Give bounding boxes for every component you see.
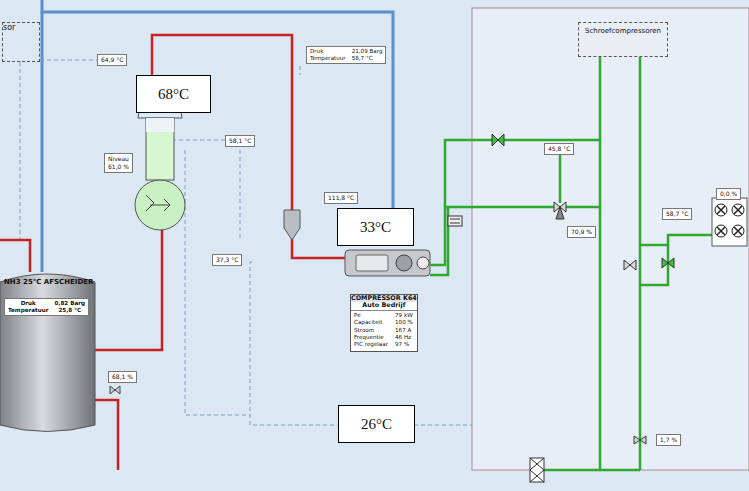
node-text: Niveau [108, 155, 129, 163]
node-text: 61,0 % [108, 163, 129, 171]
node-text: 46 Hz [395, 334, 414, 341]
node-text: Pe [354, 312, 389, 319]
node-text: 58,7 °C [666, 210, 688, 218]
node-text: 45,8 °C [548, 145, 570, 153]
node-text: 100 % [395, 319, 414, 326]
node-text: 25,8 °C [54, 307, 85, 314]
node-text: 79 kW [395, 312, 414, 319]
data-table: Druk 0,82 BargTemperatuur 25,8 °C [4, 298, 89, 316]
value-box: 70,9 % [567, 226, 596, 238]
node-text: 64,9 °C [101, 56, 123, 64]
node-text: Frequentie [354, 334, 389, 341]
dashed-box: Schroefcompressoren [578, 22, 668, 57]
node-text: NH3 25°C AFSCHEIDER [0, 272, 97, 286]
node-text: 167 A [395, 327, 414, 334]
dashed-box: sor [2, 22, 40, 62]
compressor-panel: COMPRESSOR K64Auto BedrijfPe 79 kW Capacit… [350, 294, 418, 352]
node-text: 111,8 °C [328, 194, 354, 202]
node-text: Stroom [354, 327, 389, 334]
node-text: Capaciteit [354, 319, 389, 326]
node-text: 33°C [360, 219, 391, 236]
data-table: Druk 21,09 BargTemperatuur 58,7 °C [306, 46, 386, 64]
node-text: Temperatuur [8, 307, 48, 314]
node-text: Auto Bedrijf [351, 302, 417, 310]
node-text: 21,09 Barg [352, 48, 383, 55]
value-box: 68,1 % [108, 371, 137, 383]
node-text: 58,7 °C [352, 55, 383, 62]
value-box: 37,3 °C [212, 254, 242, 266]
node-text: 70,9 % [571, 228, 592, 236]
node-text: 0,82 Barg [54, 300, 85, 307]
node-text: 26°C [361, 416, 392, 433]
node-text: sor [3, 23, 39, 32]
node-text: 37,3 °C [216, 256, 238, 264]
node-text: Druk [310, 48, 346, 55]
node-text: Schroefcompressoren [585, 27, 661, 52]
node-text: 68,1 % [112, 373, 133, 381]
annotation-box: 68°C [136, 75, 211, 113]
node-text: 58,1 °C [229, 137, 251, 145]
signal-line [40, 60, 97, 61]
value-box: 58,1 °C [225, 135, 255, 147]
level-box: Niveau61,0 % [104, 153, 133, 173]
node-text: 97 % [395, 341, 414, 348]
node-text: Druk [8, 300, 48, 307]
node-text: COMPRESSOR K64 [351, 295, 417, 302]
node-text: Temperatuur [310, 55, 346, 62]
value-box: 111,8 °C [324, 192, 358, 204]
value-box: 0,0 % [716, 188, 741, 200]
separator-tank: NH3 25°C AFSCHEIDER Druk 0,82 BargTemperat… [0, 272, 97, 427]
annotation-box: 33°C [337, 208, 414, 246]
node-text: 0,0 % [720, 190, 737, 198]
annotation-box: 26°C [338, 405, 415, 443]
value-box: 58,7 °C [662, 208, 692, 220]
node-text: 1,7 % [660, 436, 677, 444]
value-box: 1,7 % [656, 434, 681, 446]
node-text: PIC regelaar [354, 341, 389, 348]
value-box: 45,8 °C [544, 143, 574, 155]
value-box: 64,9 °C [97, 54, 127, 66]
node-text: 68°C [158, 86, 189, 103]
